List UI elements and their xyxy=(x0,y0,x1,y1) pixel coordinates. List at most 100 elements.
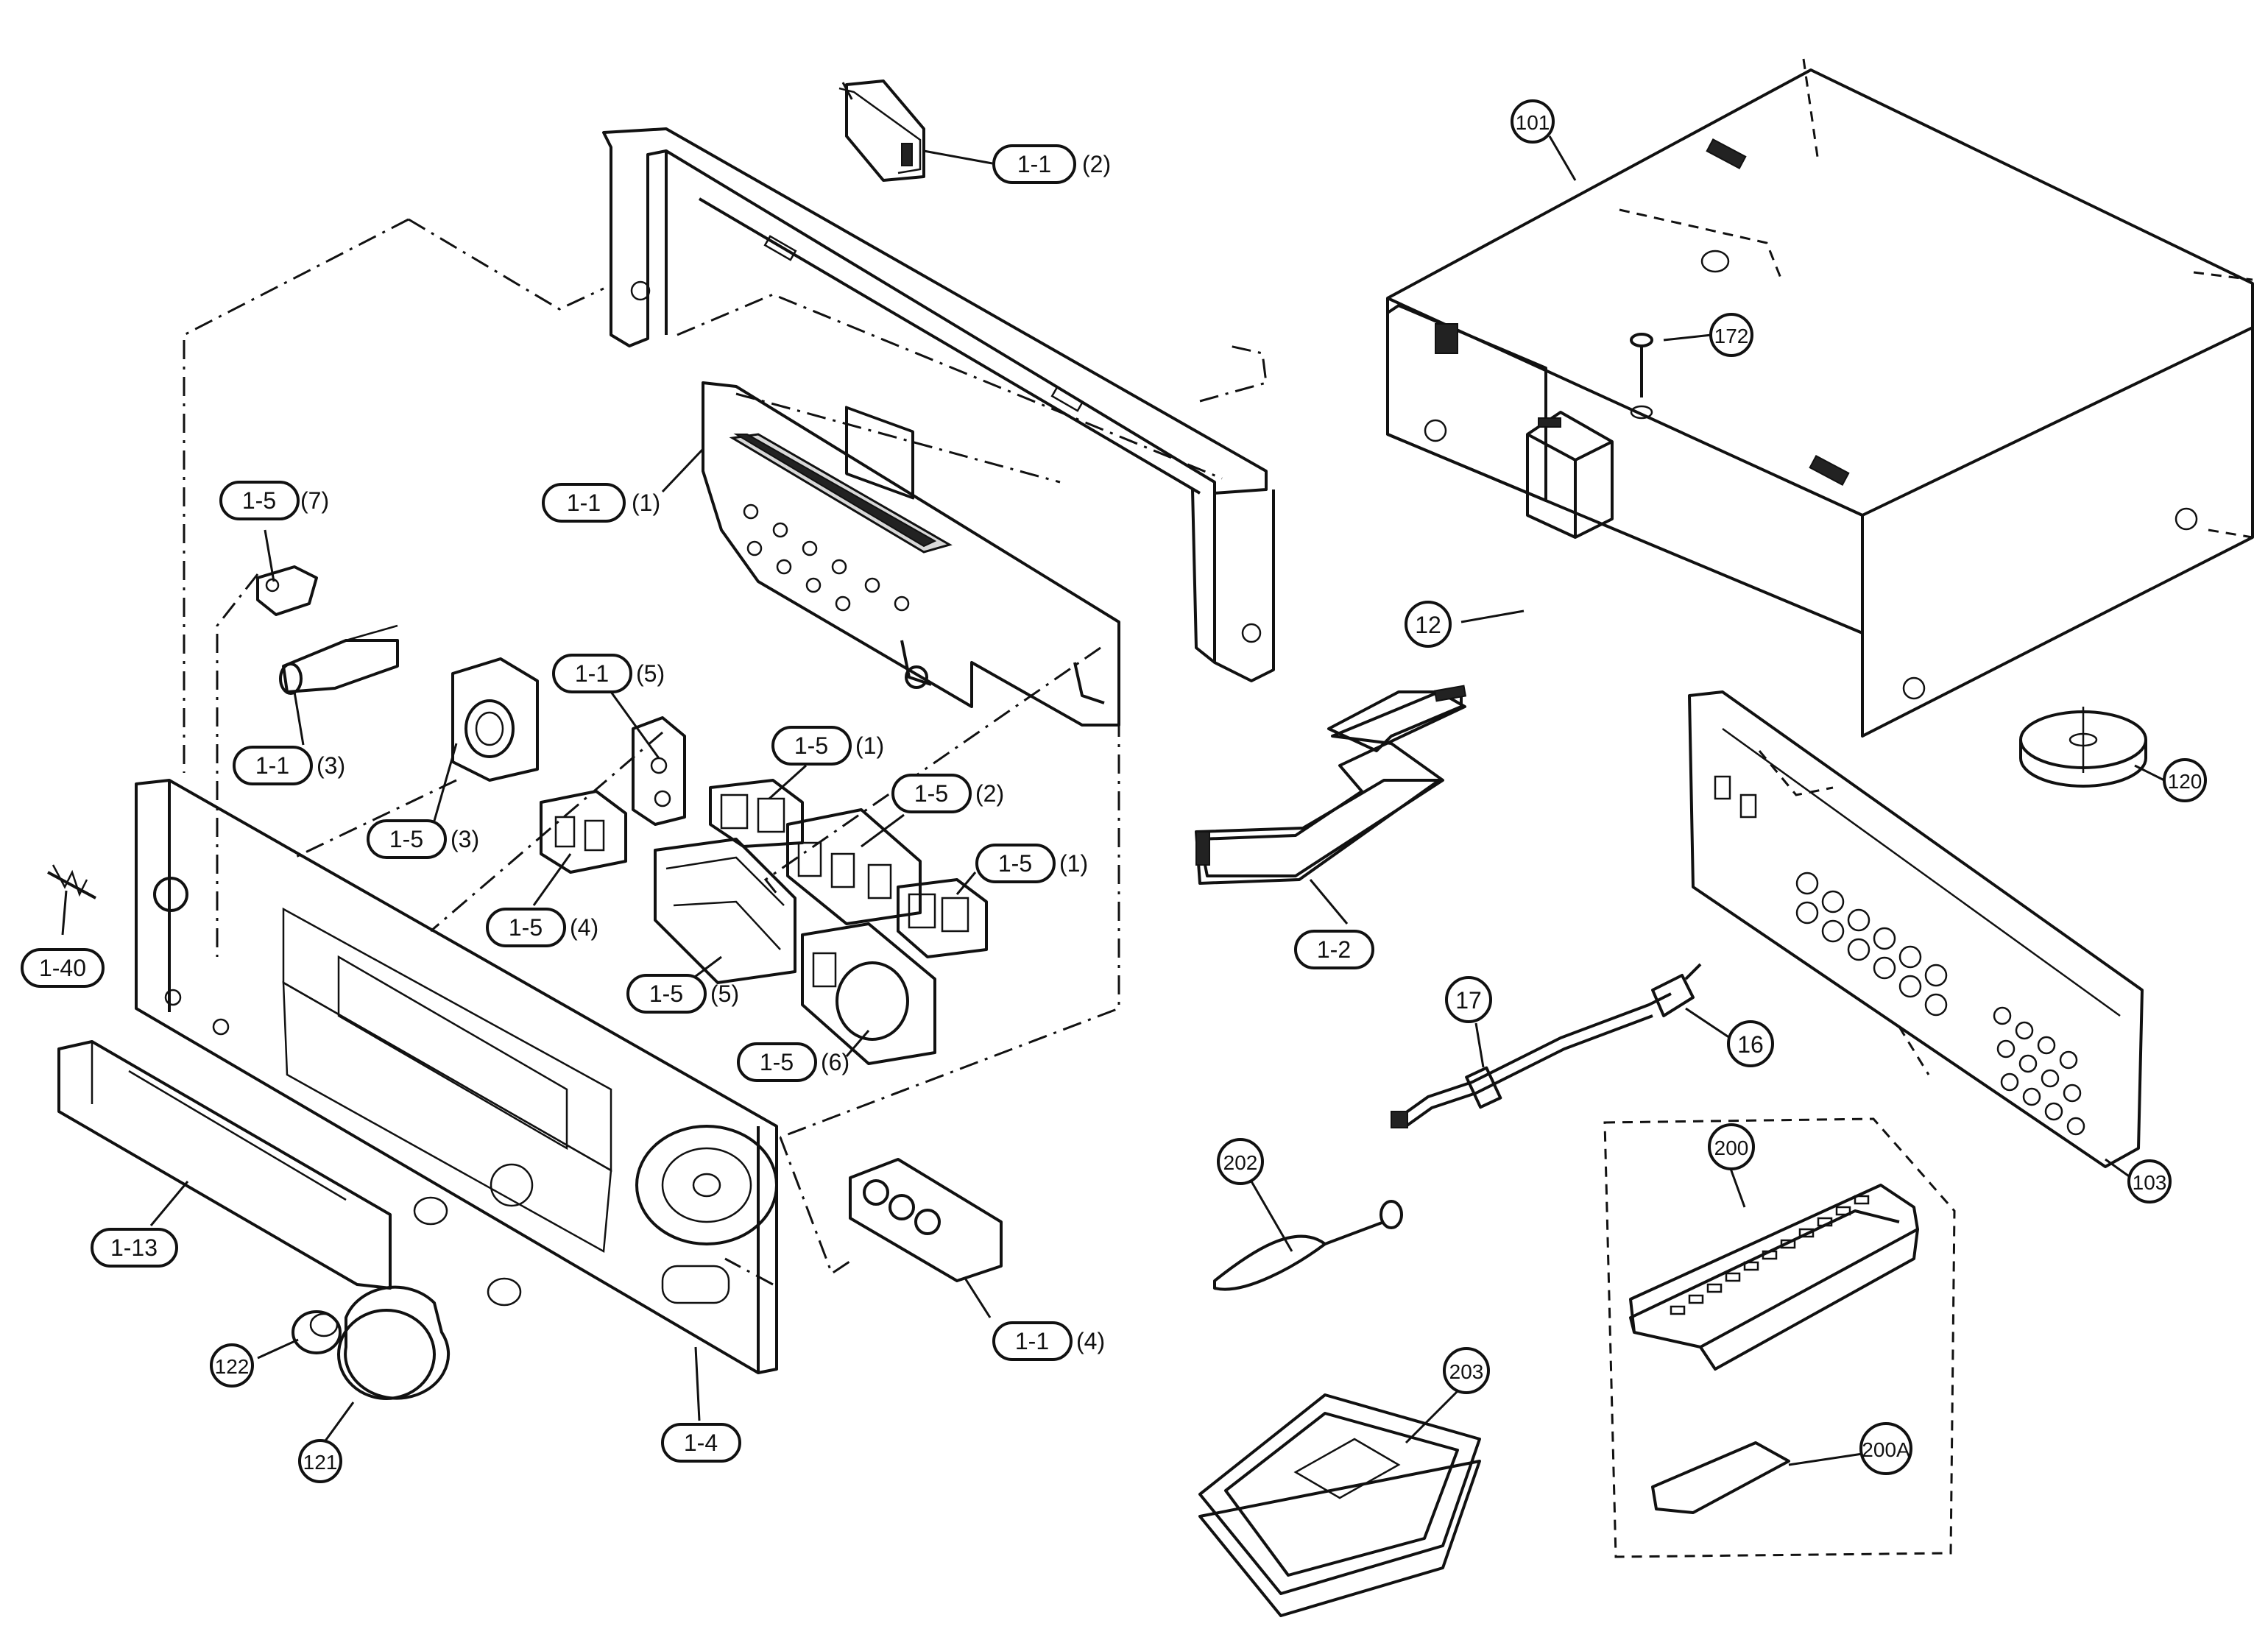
screw-1-40 xyxy=(47,864,96,899)
callout-ref: 1-1 xyxy=(575,660,609,687)
callout-1-5-4: 1-5 (4) xyxy=(486,908,598,947)
callout-number: 12 xyxy=(1415,612,1441,638)
callout-ref: 1-1 xyxy=(1015,1328,1049,1354)
callout-number: 103 xyxy=(2133,1171,2167,1194)
callout-ref: 1-5 xyxy=(998,850,1032,877)
callout-sub: (2) xyxy=(1082,151,1111,177)
callout-1-5-3: 1-5 (3) xyxy=(367,819,479,859)
callout-1-5-1a: 1-5 (1) xyxy=(771,726,884,766)
callout-ref: 1-5 xyxy=(509,914,543,941)
top-cover xyxy=(1386,68,2254,738)
callout-ref: 1-5 xyxy=(242,487,276,514)
bracket-1-5-2 xyxy=(786,808,922,925)
callout-101: 101 xyxy=(1511,99,1555,144)
front-bracket xyxy=(602,87,1275,682)
callout-ref: 1-5 xyxy=(760,1049,794,1075)
knobs xyxy=(292,1196,522,1400)
callout-12: 12 xyxy=(1405,601,1452,648)
pcb-button-holes xyxy=(743,503,910,612)
callout-1-13: 1-13 xyxy=(91,1228,178,1268)
callout-103: 103 xyxy=(2127,1159,2172,1204)
callout-number: 172 xyxy=(1714,325,1749,347)
callout-ref: 1-2 xyxy=(1317,936,1351,963)
callout-1-1-1: 1-1 (1) xyxy=(542,483,660,523)
bracket-1-5-6 xyxy=(801,922,936,1065)
callout-1-5-1b: 1-5 (1) xyxy=(975,844,1088,883)
callout-200: 200 xyxy=(1708,1123,1755,1170)
callout-sub: (3) xyxy=(317,752,345,779)
callout-1-1-3: 1-1 (3) xyxy=(233,746,345,785)
display-pcb xyxy=(702,381,1120,727)
bracket-1-5-4 xyxy=(540,790,627,874)
callout-1-5-2: 1-5 (2) xyxy=(891,774,1004,813)
callout-1-5-7: 1-5 (7) xyxy=(219,481,329,520)
screw-172 xyxy=(1630,333,1653,420)
callout-number: 200A xyxy=(1862,1438,1910,1461)
part-12-block xyxy=(1526,411,1614,539)
callout-ref: 1-4 xyxy=(684,1429,718,1456)
callout-sub: (5) xyxy=(710,980,739,1007)
callout-sub: (3) xyxy=(451,826,479,852)
bracket-1-5-5 xyxy=(654,838,796,984)
callout-sub: (1) xyxy=(1059,850,1088,877)
callout-ref: 1-1 xyxy=(1017,151,1051,177)
callout-1-5-5: 1-5 (5) xyxy=(626,974,739,1014)
callout-120: 120 xyxy=(2163,758,2207,802)
callout-number: 17 xyxy=(1455,987,1482,1014)
power-cord xyxy=(1391,963,1702,1128)
volume-knob-ring xyxy=(635,1125,778,1245)
callout-sub: (1) xyxy=(632,489,660,516)
callout-number: 16 xyxy=(1737,1031,1764,1058)
bracket-1-5-1b xyxy=(897,878,988,958)
am-loop-antenna xyxy=(1198,1393,1481,1617)
foot-120 xyxy=(2019,707,2147,788)
remote-buttons xyxy=(1670,1195,1870,1315)
bracket-1-5-3 xyxy=(451,657,539,782)
callout-number: 202 xyxy=(1223,1151,1258,1174)
callout-sub: (2) xyxy=(975,780,1004,807)
callout-17: 17 xyxy=(1445,976,1492,1023)
callout-number: 203 xyxy=(1449,1360,1484,1383)
flat-cable xyxy=(1195,685,1467,885)
pcb-1-1-2 xyxy=(845,79,925,182)
callout-1-5-6: 1-5 (6) xyxy=(737,1042,849,1082)
callout-ref: 1-1 xyxy=(567,489,601,516)
callout-number: 200 xyxy=(1714,1137,1749,1159)
callout-122: 122 xyxy=(210,1343,254,1388)
callout-ref: 1-5 xyxy=(649,980,683,1007)
callout-sub: (4) xyxy=(1076,1328,1105,1354)
fm-antenna-202 xyxy=(1213,1200,1403,1291)
callout-1-1-2: 1-1 (2) xyxy=(992,144,1111,184)
rear-panel xyxy=(1688,690,2144,1168)
rear-panel-jacks xyxy=(1795,872,2085,1136)
callout-1-1-4: 1-1 (4) xyxy=(992,1321,1105,1361)
callout-16: 16 xyxy=(1727,1020,1774,1067)
callout-1-4: 1-4 xyxy=(661,1423,741,1463)
callout-203: 203 xyxy=(1443,1347,1490,1394)
callout-1-40: 1-40 xyxy=(21,948,105,988)
callout-ref: 1-40 xyxy=(39,955,86,981)
callout-ref: 1-1 xyxy=(255,752,289,779)
callout-ref: 1-13 xyxy=(110,1234,158,1261)
callout-sub: (5) xyxy=(636,660,665,687)
callout-ref: 1-5 xyxy=(389,826,423,852)
callout-sub: (4) xyxy=(570,914,598,941)
callout-number: 120 xyxy=(2168,770,2202,793)
callout-sub: (1) xyxy=(855,732,884,759)
callout-1-1-5: 1-1 (5) xyxy=(552,654,665,693)
callout-sub: (6) xyxy=(821,1049,849,1075)
jack-1-1-3 xyxy=(279,624,399,695)
callout-200a: 200A xyxy=(1859,1422,1912,1475)
remote-box xyxy=(1603,1117,1956,1558)
callout-number: 101 xyxy=(1516,111,1550,134)
front-panel xyxy=(135,779,778,1374)
callout-ref: 1-5 xyxy=(794,732,828,759)
callout-172: 172 xyxy=(1709,313,1753,357)
callout-sub: (7) xyxy=(300,487,329,514)
callout-121: 121 xyxy=(298,1439,342,1483)
pcb-1-1-4 xyxy=(849,1158,1003,1282)
callout-number: 122 xyxy=(215,1355,250,1378)
callout-1-2: 1-2 xyxy=(1294,930,1374,969)
